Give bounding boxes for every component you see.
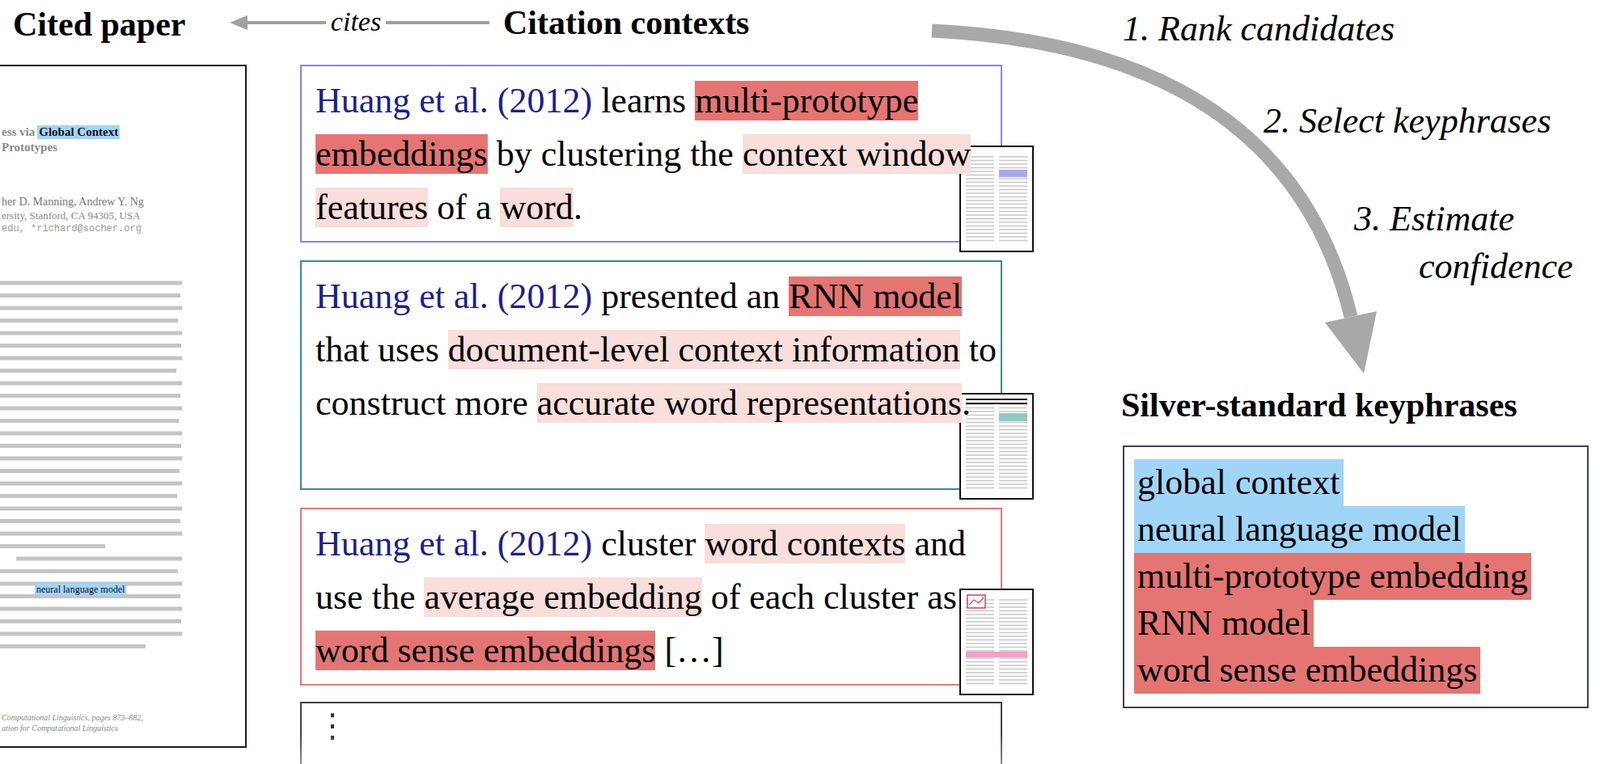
paper-text: ess via <box>1 125 35 140</box>
cited-paper-page: Cited paperess viaGlobal ContextPrototyp… <box>0 64 247 749</box>
selected-keyphrase: RNN model <box>788 276 962 317</box>
citation-reference: Huang et al. (2012) <box>315 276 593 317</box>
candidate-phrase: word <box>499 187 573 228</box>
candidate-phrase: accurate word representations <box>537 383 962 424</box>
paper-text: Prototypes <box>1 140 58 155</box>
citation-context-box: Huang et al. (2012) learns multi-prototy… <box>300 64 1003 243</box>
process-arrow <box>931 30 1351 318</box>
candidate-phrase: word contexts <box>704 524 906 564</box>
citation-text: learns <box>601 80 686 121</box>
step-label: 3. Estimate confidence <box>1354 194 1592 291</box>
paper-text-lines <box>0 283 183 648</box>
citation-text: presented an <box>601 276 780 317</box>
column-heading: Citation contexts <box>503 3 750 43</box>
citation-text: of each cluster as <box>711 577 957 618</box>
thumbnail-table-rule <box>965 398 1028 401</box>
step-label: 2. Select keyphrases <box>1263 100 1552 142</box>
candidate-phrase: average embedding <box>423 577 702 618</box>
thumbnail-figure <box>967 595 986 609</box>
citation-text: by clustering the <box>496 134 734 174</box>
citation-context-box: Huang et al. (2012) cluster word context… <box>300 507 1003 686</box>
citation-reference: Huang et al. (2012) <box>315 524 593 564</box>
citation-reference: Huang et al. (2012) <box>315 80 593 121</box>
thumbnail-text-lines <box>965 600 1028 685</box>
highlighted-phrase: neural language model <box>34 584 127 597</box>
paper-text: ersity, Stanford, CA 94305, USA <box>1 209 140 223</box>
citation-text: . <box>573 187 583 228</box>
silver-keyphrase: multi-prototype embedding <box>1134 553 1532 601</box>
citation-sentence: Huang et al. (2012) cluster word context… <box>315 517 999 678</box>
silver-keyphrase: global context <box>1134 459 1344 507</box>
thumbnail-highlight <box>998 169 1028 178</box>
silver-keyphrase: neural language model <box>1134 506 1465 554</box>
more-contexts-box: ⋮ <box>300 702 1003 764</box>
thumbnail-text-lines <box>965 156 1028 242</box>
citation-text: that uses <box>315 330 440 370</box>
panel-heading: Silver-standard keyphrases <box>1121 385 1518 425</box>
paper-text: edu, *richard@socher.org <box>1 223 142 235</box>
candidate-phrase: document-level context information <box>448 330 961 370</box>
citation-text: . <box>961 383 971 424</box>
citation-context-box: Huang et al. (2012) presented an RNN mod… <box>300 260 1003 491</box>
paper-text: her D. Manning, Andrew Y. Ng <box>1 195 144 209</box>
continuation-dots: ⋮ <box>316 706 349 745</box>
keyphrase-list: global contextneural language modelmulti… <box>1134 459 1578 695</box>
process-arrow-head <box>1324 311 1377 374</box>
edge-label: cites <box>325 6 386 38</box>
silver-keyphrase: RNN model <box>1134 600 1314 648</box>
citation-sentence: Huang et al. (2012) learns multi-prototy… <box>315 74 999 235</box>
paper-thumbnail <box>959 588 1034 696</box>
selected-keyphrase: word sense embeddings <box>315 630 656 671</box>
thumbnail-page <box>960 393 1033 500</box>
keyphrase-box: global contextneural language modelmulti… <box>1122 445 1589 709</box>
citation-text: […] <box>664 630 724 671</box>
citation-sentence: Huang et al. (2012) presented an RNN mod… <box>315 270 999 431</box>
thumbnail-highlight <box>965 651 1028 658</box>
thumbnail-highlight <box>998 413 1028 422</box>
thumbnail-page <box>960 589 1033 695</box>
paper-text: Computational Linguistics, pages 873–882… <box>1 713 144 723</box>
highlighted-phrase: Global Context <box>37 125 120 140</box>
thumbnail-page <box>960 146 1033 252</box>
citation-text: cluster <box>601 524 696 564</box>
thumbnail-text-lines <box>965 404 1028 489</box>
silver-keyphrase: word sense embeddings <box>1134 647 1481 695</box>
step-label: 1. Rank candidates <box>1122 8 1395 50</box>
thumbnail-table-rule <box>965 402 1028 405</box>
panel-heading: Cited paper <box>12 4 187 44</box>
citation-text: of a <box>436 187 492 228</box>
thumbnail-figure-plot <box>969 597 984 606</box>
paper-text: ation for Computational Linguistics <box>1 723 119 733</box>
cites-arrow-head <box>229 15 248 30</box>
